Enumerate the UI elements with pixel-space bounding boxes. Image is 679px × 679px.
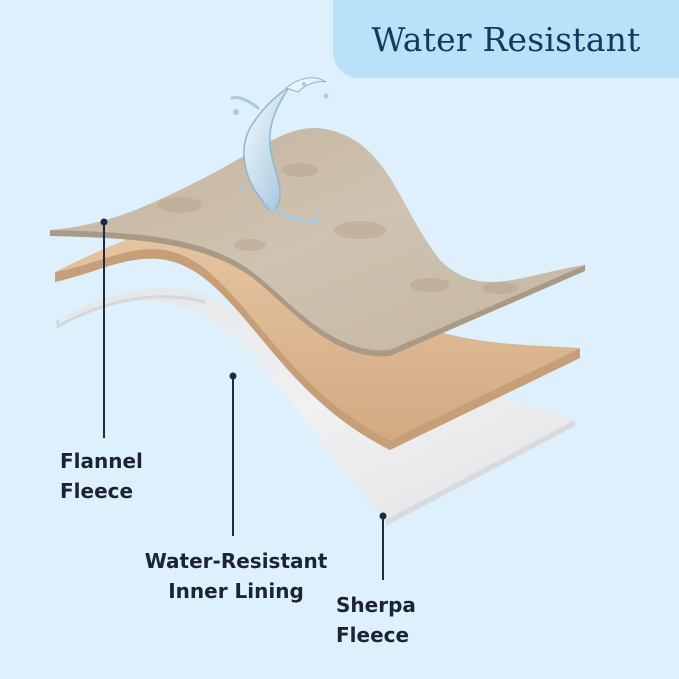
- flannel-label-line1: Flannel: [60, 449, 143, 473]
- sherpa-label-line1: Sherpa: [336, 593, 416, 617]
- lining-label-line1: Water-Resistant: [144, 549, 328, 573]
- sherpa-fleece-label: Sherpa Fleece: [336, 590, 416, 650]
- lining-leader-dot: [229, 372, 237, 380]
- title-pill: Water Resistant: [333, 0, 679, 78]
- diagram-title: Water Resistant: [371, 19, 641, 59]
- flannel-label-line2: Fleece: [60, 479, 134, 503]
- leader-lines: [100, 218, 387, 580]
- flannel-fleece-layer: [50, 128, 585, 357]
- sherpa-fleece-layer: [56, 288, 575, 526]
- sherpa-label-line2: Fleece: [336, 623, 410, 647]
- water-splash-icon: [230, 77, 329, 224]
- flannel-leader-dot: [100, 218, 108, 226]
- flannel-fleece-label: Flannel Fleece: [60, 446, 143, 506]
- inner-lining-label: Water-Resistant Inner Lining: [128, 546, 344, 606]
- lining-label-line2: Inner Lining: [168, 579, 304, 603]
- sherpa-leader-dot: [379, 512, 387, 520]
